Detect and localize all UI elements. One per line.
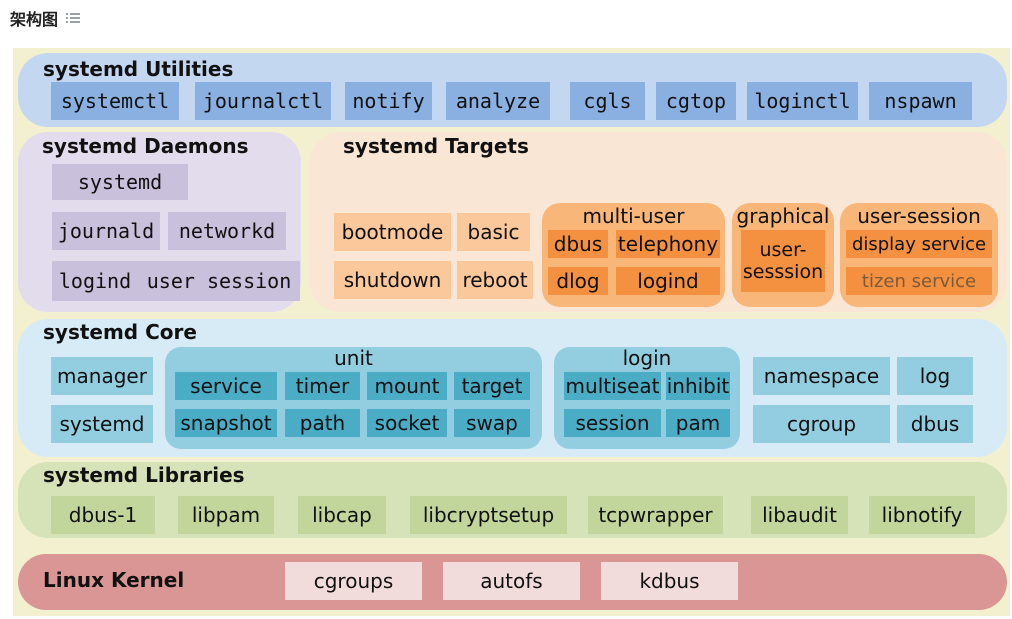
core-title: systemd Core <box>43 320 197 344</box>
unit-service: service <box>175 372 277 400</box>
library-libpam: libpam <box>178 496 274 534</box>
core-systemd: systemd <box>51 405 153 443</box>
core-cgroup: cgroup <box>753 405 890 443</box>
core-manager: manager <box>51 357 153 395</box>
login-title: login <box>622 346 672 370</box>
graphical-user-session-line1: user- <box>759 239 807 261</box>
library-libcap: libcap <box>298 496 386 534</box>
list-icon[interactable] <box>66 12 82 24</box>
utility-loginctl: loginctl <box>747 82 858 120</box>
targets-band: systemd Targets bootmode basic shutdown … <box>310 132 1007 312</box>
unit-socket: socket <box>367 409 447 437</box>
library-libcryptsetup: libcryptsetup <box>410 496 567 534</box>
page-heading: 架构图 <box>10 6 82 30</box>
kernel-cgroups: cgroups <box>285 562 422 600</box>
target-shutdown: shutdown <box>334 261 451 299</box>
utility-cgls: cgls <box>570 82 645 120</box>
unit-mount: mount <box>367 372 447 400</box>
user-session-group: user-session display service tizen servi… <box>840 203 998 307</box>
target-bootmode: bootmode <box>334 213 451 251</box>
multi-user-logind: logind <box>616 267 720 295</box>
utility-nspawn: nspawn <box>869 82 972 120</box>
core-band: systemd Core manager systemd unit servic… <box>18 319 1007 457</box>
user-session-title: user-session <box>857 204 981 228</box>
multi-user-dbus: dbus <box>548 230 608 258</box>
utility-analyze: analyze <box>446 82 550 120</box>
graphical-user-session-line2: sesssion <box>742 261 824 283</box>
user-session-tizen-service: tizen service <box>846 267 992 295</box>
unit-group: unit service timer mount target snapshot… <box>165 346 542 449</box>
graphical-title: graphical <box>736 204 830 228</box>
core-namespace: namespace <box>753 357 890 395</box>
multi-user-dlog: dlog <box>548 267 608 295</box>
libraries-band: systemd Libraries dbus-1 libpam libcap l… <box>18 462 1007 538</box>
multi-user-telephony: telephony <box>616 230 720 258</box>
login-pam: pam <box>666 409 730 437</box>
kernel-autofs: autofs <box>443 562 580 600</box>
target-basic: basic <box>457 213 530 251</box>
target-reboot: reboot <box>457 261 533 299</box>
multi-user-title: multi-user <box>582 204 685 228</box>
core-dbus: dbus <box>897 405 973 443</box>
core-log: log <box>897 357 973 395</box>
utility-systemctl: systemctl <box>51 82 179 120</box>
unit-path: path <box>285 409 360 437</box>
library-dbus-1: dbus-1 <box>51 496 155 534</box>
unit-target: target <box>454 372 530 400</box>
login-inhibit: inhibit <box>666 372 730 400</box>
daemon-networkd: networkd <box>168 212 286 250</box>
utilities-band: systemd Utilities systemctl journalctl n… <box>18 53 1007 127</box>
daemon-user-session: user session <box>138 261 300 301</box>
daemon-systemd: systemd <box>52 164 188 200</box>
login-multiseat: multiseat <box>564 372 661 400</box>
unit-snapshot: snapshot <box>175 409 277 437</box>
kernel-band: Linux Kernel cgroups autofs kdbus <box>18 554 1007 610</box>
libraries-title: systemd Libraries <box>43 463 245 487</box>
daemon-journald: journald <box>52 212 160 250</box>
kernel-title: Linux Kernel <box>43 568 185 592</box>
daemon-logind: logind <box>52 261 138 301</box>
utility-cgtop: cgtop <box>656 82 736 120</box>
page-title: 架构图 <box>10 10 59 29</box>
unit-timer: timer <box>285 372 360 400</box>
library-libaudit: libaudit <box>751 496 848 534</box>
daemons-band: systemd Daemons systemd journald network… <box>18 132 301 312</box>
utilities-title: systemd Utilities <box>43 57 234 81</box>
graphical-user-session: user- sesssion <box>741 230 825 292</box>
login-session: session <box>564 409 661 437</box>
architecture-diagram: systemd Utilities systemctl journalctl n… <box>13 48 1010 616</box>
library-libnotify: libnotify <box>869 496 975 534</box>
targets-title: systemd Targets <box>343 134 529 158</box>
library-tcpwrapper: tcpwrapper <box>588 496 723 534</box>
utility-notify: notify <box>345 82 432 120</box>
daemons-title: systemd Daemons <box>42 134 249 158</box>
user-session-display-service: display service <box>846 230 992 258</box>
graphical-group: graphical user- sesssion <box>732 203 834 307</box>
unit-swap: swap <box>454 409 530 437</box>
utility-journalctl: journalctl <box>195 82 331 120</box>
login-group: login multiseat inhibit session pam <box>554 346 740 449</box>
kernel-kdbus: kdbus <box>601 562 738 600</box>
multi-user-group: multi-user dbus telephony dlog logind <box>542 203 725 307</box>
unit-title: unit <box>334 346 373 370</box>
